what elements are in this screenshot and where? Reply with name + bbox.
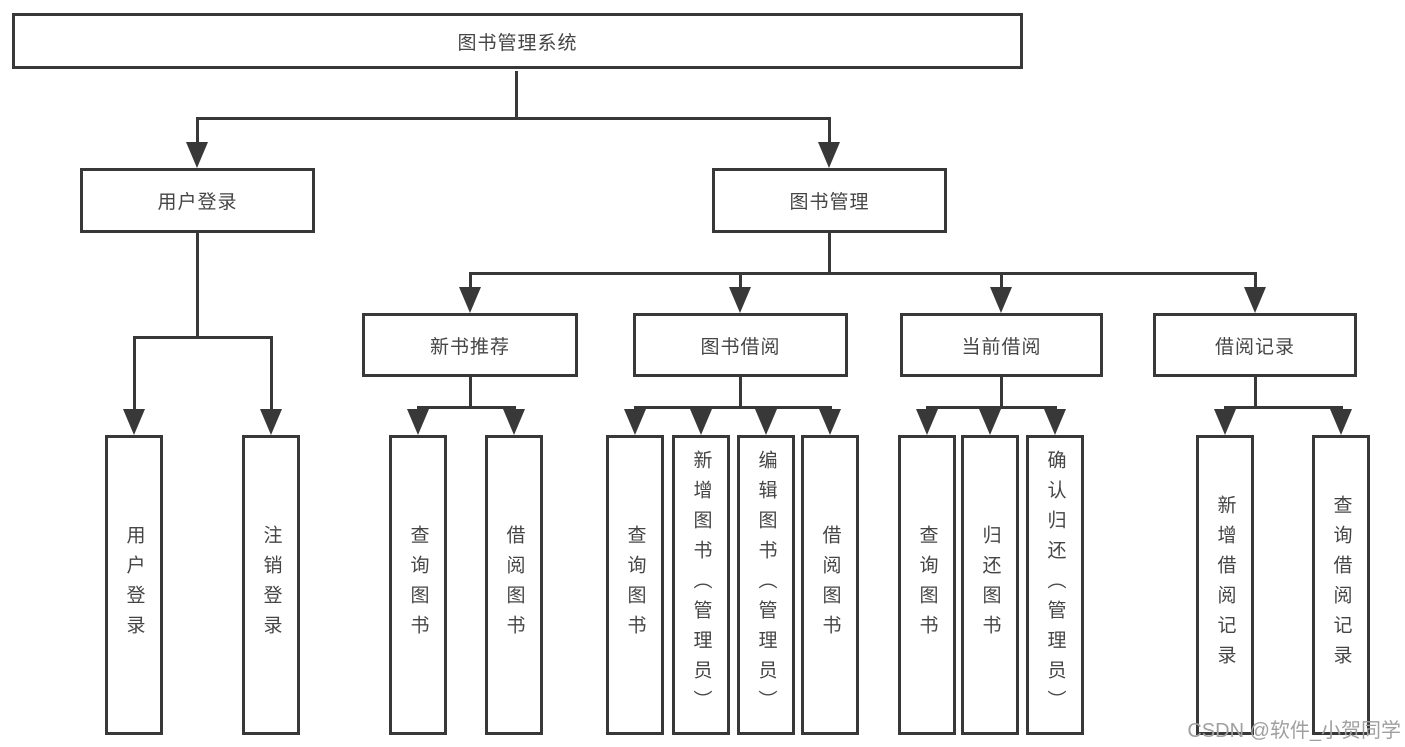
arrowhead-down-icon	[819, 409, 841, 435]
leaf-add-borrow-record: 新增借阅记录	[1196, 435, 1254, 735]
arrowhead-down-icon	[624, 409, 646, 435]
node-user-login-label: 用户登录	[157, 192, 238, 213]
connector-drop	[1339, 406, 1343, 411]
connector-drop	[269, 336, 273, 411]
connector-drop	[1053, 406, 1057, 411]
node-book-management-label: 图书管理	[789, 192, 870, 213]
node-book-borrowing-label: 图书借阅	[700, 336, 781, 358]
arrowhead-down-icon	[260, 409, 282, 435]
leaf-logout-label: 注销登录	[260, 525, 282, 645]
connector-drop	[738, 272, 742, 289]
connector-drop	[827, 117, 831, 144]
connector-shaft	[468, 377, 472, 409]
watermark: CSDN @软件_小贺同学	[1187, 720, 1401, 742]
connector-shaft	[1253, 377, 1257, 409]
connector-drop	[925, 406, 929, 411]
connector-shaft	[999, 377, 1003, 409]
connector-bus	[132, 336, 273, 339]
connector-bus	[468, 272, 1257, 275]
node-root-label: 图书管理系统	[457, 32, 578, 54]
leaf-query-books-borrowing: 查询图书	[606, 435, 664, 735]
connector-shaft	[514, 71, 518, 120]
arrowhead-down-icon	[503, 409, 525, 435]
leaf-add-borrow-record-label: 新增借阅记录	[1214, 495, 1236, 675]
connector-drop	[699, 406, 703, 411]
arrowhead-down-icon	[407, 409, 429, 435]
leaf-confirm-return-admin: 确认归还（管理员）	[1026, 435, 1084, 735]
leaf-confirm-return-admin-label: 确认归还（管理员）	[1044, 450, 1066, 720]
arrowhead-down-icon	[729, 287, 751, 313]
arrowhead-down-icon	[123, 409, 145, 435]
arrowhead-down-icon	[1214, 409, 1236, 435]
node-book-management: 图书管理	[712, 168, 947, 233]
node-new-book-recommendation: 新书推荐	[362, 313, 578, 377]
arrowhead-down-icon	[916, 409, 938, 435]
leaf-user-login-label: 用户登录	[123, 525, 145, 645]
connector-drop	[132, 336, 136, 411]
connector-shaft	[738, 377, 742, 409]
leaf-edit-book-admin-label: 编辑图书（管理员）	[755, 450, 777, 720]
leaf-query-books-recommendation-label: 查询图书	[407, 525, 429, 645]
leaf-edit-book-admin: 编辑图书（管理员）	[737, 435, 795, 735]
leaf-add-book-admin-label: 新增图书（管理员）	[690, 450, 712, 720]
leaf-borrow-books-recommendation: 借阅图书	[485, 435, 543, 735]
leaf-return-books: 归还图书	[961, 435, 1019, 735]
arrowhead-down-icon	[459, 287, 481, 313]
connector-drop	[195, 117, 199, 144]
connector-drop	[633, 406, 637, 411]
connector-shaft	[195, 233, 199, 339]
connector-drop	[828, 406, 832, 411]
leaf-return-books-label: 归还图书	[979, 525, 1001, 645]
node-current-borrowing: 当前借阅	[900, 313, 1103, 377]
node-borrowing-records-label: 借阅记录	[1214, 336, 1295, 358]
connector-drop	[468, 272, 472, 289]
node-root: 图书管理系统	[12, 13, 1023, 69]
leaf-query-books-recommendation: 查询图书	[389, 435, 447, 735]
leaf-user-login: 用户登录	[105, 435, 163, 735]
connector-bus	[416, 406, 516, 409]
leaf-logout: 注销登录	[242, 435, 300, 735]
leaf-add-book-admin: 新增图书（管理员）	[672, 435, 730, 735]
leaf-query-books-current: 查询图书	[898, 435, 956, 735]
connector-drop	[512, 406, 516, 411]
node-user-login: 用户登录	[80, 168, 315, 233]
connector-drop	[416, 406, 420, 411]
node-borrowing-records: 借阅记录	[1153, 313, 1357, 377]
connector-drop	[1223, 406, 1227, 411]
arrowhead-down-icon	[755, 409, 777, 435]
arrowhead-down-icon	[1330, 409, 1352, 435]
connector-shaft	[827, 233, 831, 275]
arrowhead-down-icon	[1244, 287, 1266, 313]
arrowhead-down-icon	[1044, 409, 1066, 435]
connector-bus	[195, 117, 831, 120]
connector-drop	[764, 406, 768, 411]
node-current-borrowing-label: 当前借阅	[961, 336, 1042, 358]
leaf-borrow-books-borrowing: 借阅图书	[801, 435, 859, 735]
arrowhead-down-icon	[979, 409, 1001, 435]
arrowhead-down-icon	[690, 409, 712, 435]
leaf-borrow-books-recommendation-label: 借阅图书	[503, 525, 525, 645]
node-new-book-recommendation-label: 新书推荐	[429, 336, 510, 358]
node-book-borrowing: 图书借阅	[633, 313, 848, 377]
leaf-query-borrow-record-label: 查询借阅记录	[1330, 495, 1352, 675]
leaf-borrow-books-borrowing-label: 借阅图书	[819, 525, 841, 645]
leaf-query-books-current-label: 查询图书	[916, 525, 938, 645]
connector-drop	[1253, 272, 1257, 289]
connector-drop	[999, 272, 1003, 289]
leaf-query-books-borrowing-label: 查询图书	[624, 525, 646, 645]
connector-bus	[633, 406, 832, 409]
connector-drop	[988, 406, 992, 411]
arrowhead-down-icon	[990, 287, 1012, 313]
arrowhead-down-icon	[186, 142, 208, 168]
connector-bus	[1223, 406, 1343, 409]
leaf-query-borrow-record: 查询借阅记录	[1312, 435, 1370, 735]
arrowhead-down-icon	[818, 142, 840, 168]
